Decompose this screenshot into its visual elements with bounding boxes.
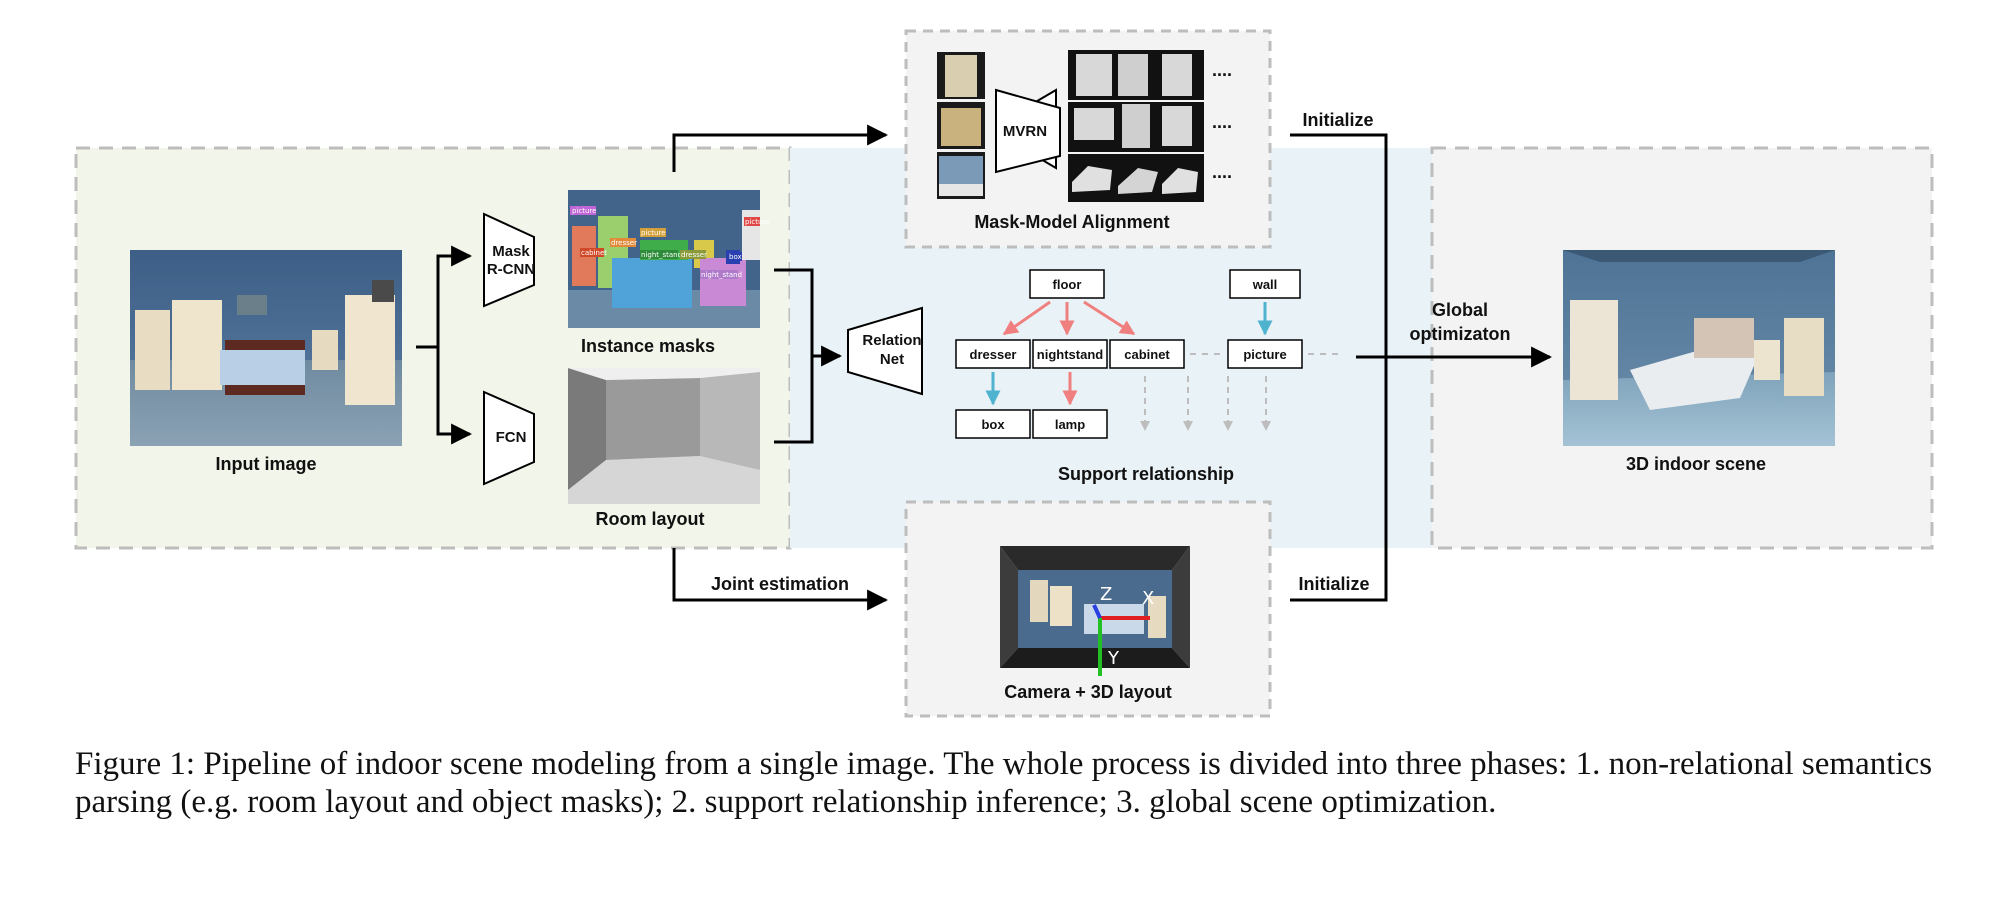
mask-rcnn-label-2: R-CNN: [487, 261, 535, 278]
support-graph: floor wall dresser nightstand cabinet pi…: [955, 269, 1340, 439]
node-picture-label: picture: [1243, 347, 1286, 362]
mask-tags: picture picture dresser cabinet night_st…: [570, 206, 769, 279]
camera-layout-label: Camera + 3D layout: [1004, 682, 1172, 702]
mask-tag: night_stand: [641, 251, 682, 259]
edge-floor-dresser: [1002, 300, 1051, 336]
axis-y: Y: [1107, 648, 1120, 669]
edge-floor-cabinet: [1083, 300, 1136, 336]
ellipsis-1: ....: [1212, 60, 1232, 80]
input-image: [130, 250, 402, 446]
axis-x: X: [1142, 588, 1154, 609]
mask-model-alignment-label: Mask-Model Alignment: [974, 212, 1169, 232]
node-wall-label: wall: [1252, 277, 1278, 292]
figure-caption: Figure 1: Pipeline of indoor scene model…: [75, 746, 1933, 820]
room-layout-image: [568, 368, 760, 504]
fcn-block: [483, 390, 535, 486]
to-mask-model-arrow: [672, 124, 889, 172]
room-layout-label: Room layout: [595, 509, 704, 529]
mask-tag: dresser: [611, 239, 637, 247]
joint-estimation-label: Joint estimation: [711, 574, 849, 594]
relation-net-label-2: Net: [880, 351, 904, 368]
mask-rcnn-block: [483, 212, 535, 308]
indoor-scene-label: 3D indoor scene: [1626, 454, 1766, 474]
node-floor-label: floor: [1053, 277, 1082, 292]
joint-estimation-arrow: [672, 548, 889, 611]
initialize-top-label: Initialize: [1302, 110, 1373, 130]
camera-layout-image: [1000, 546, 1190, 676]
node-nightstand: [1032, 339, 1108, 369]
node-cabinet-label: cabinet: [1124, 347, 1170, 362]
initialize-bottom-line: [1290, 357, 1388, 602]
node-nightstand-label: nightstand: [1037, 347, 1103, 362]
node-box: [955, 409, 1031, 439]
mask-tag: picture: [641, 229, 665, 237]
mask-tag: picture: [745, 218, 769, 226]
relation-net-block: [847, 306, 923, 396]
fcn-label: FCN: [496, 429, 527, 446]
axis-z: Z: [1100, 584, 1112, 605]
node-cabinet: [1109, 339, 1185, 369]
input-to-mask-arrow: [436, 245, 473, 347]
node-lamp-label: lamp: [1055, 417, 1085, 432]
mask-tag: picture: [572, 207, 596, 215]
global-optimization-label-2: optimizaton: [1410, 324, 1511, 344]
mvrn-label: MVRN: [1003, 123, 1047, 140]
model-renders: [1068, 50, 1204, 202]
relation-net-label-1: Relation: [862, 332, 921, 349]
input-to-fcn-arrow: [436, 347, 473, 445]
mask-rcnn-label-1: Mask: [492, 243, 530, 260]
global-optimization-label-1: Global: [1432, 300, 1488, 320]
node-lamp: [1032, 409, 1108, 439]
initialize-bottom-label: Initialize: [1298, 574, 1369, 594]
support-relationship-label: Support relationship: [1058, 464, 1234, 484]
mask-tag: dresser: [681, 251, 707, 259]
node-picture: [1227, 339, 1303, 369]
instance-masks-label: Instance masks: [581, 336, 715, 356]
ellipsis-3: ....: [1212, 162, 1232, 182]
mask-tag: box: [729, 253, 742, 261]
ellipsis-2: ....: [1212, 112, 1232, 132]
pipeline-diagram: Input image Mask R-CNN FCN picture pictu…: [74, 29, 1934, 718]
node-dresser-label: dresser: [970, 347, 1017, 362]
mask-tag: cabinet: [581, 249, 607, 257]
node-wall: [1229, 269, 1301, 299]
initialize-top-line: [1290, 133, 1388, 357]
node-box-label: box: [981, 417, 1005, 432]
node-dresser: [955, 339, 1031, 369]
input-image-label: Input image: [215, 454, 316, 474]
mvrn-block-shape: [995, 88, 1061, 174]
mask-crops: [937, 52, 985, 199]
indoor-scene-image: [1563, 250, 1835, 446]
mask-tag: night_stand: [701, 271, 742, 279]
node-floor: [1029, 269, 1105, 299]
